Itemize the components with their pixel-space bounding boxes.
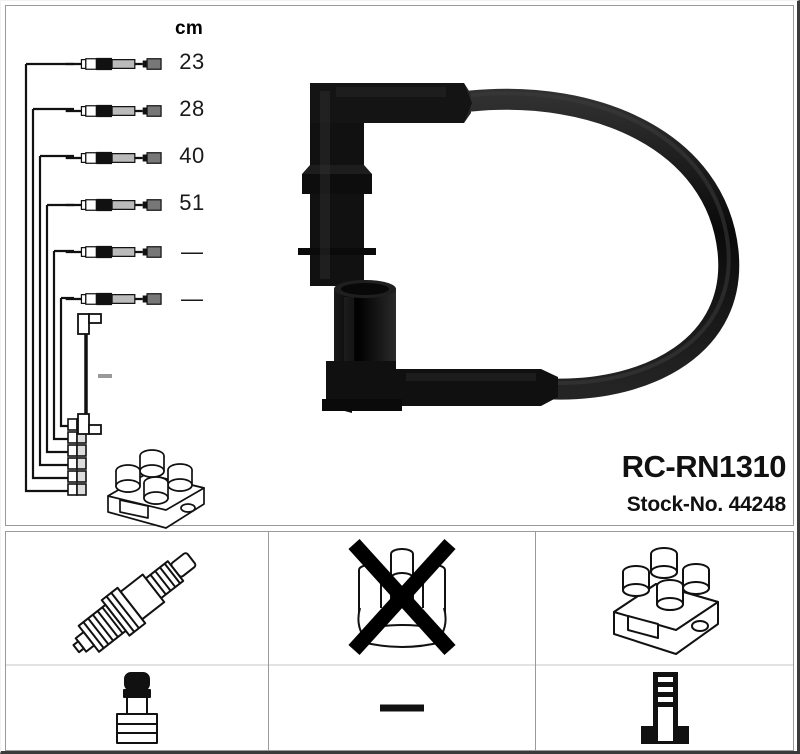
product-code: RC-RN1310 — [621, 449, 787, 484]
cable-glyph — [65, 198, 162, 212]
short-lead-sample — [77, 313, 102, 435]
cable-length-value: 23 — [179, 49, 205, 74]
ignition-cable-lead-illustration — [298, 83, 740, 413]
short-lead-dash — [98, 374, 112, 378]
ignition-coil-pack-small-icon — [107, 449, 205, 529]
coil-terminal-icon — [640, 672, 689, 744]
ignition-coil-slot — [536, 532, 793, 664]
distributor-cap-icon — [348, 538, 456, 656]
cable-length-row: — — [6, 237, 236, 267]
unit-header-cm: cm — [174, 18, 204, 39]
coil-terminal-slot — [536, 666, 793, 750]
cable-length-value: 40 — [179, 143, 205, 168]
ignition-coil-pack-icon — [612, 547, 719, 655]
spark-plug-panel — [5, 531, 269, 751]
cable-glyph — [65, 292, 162, 306]
spark-plug-connector-slot — [6, 666, 268, 750]
cross-out-x-icon — [348, 538, 456, 656]
cable-length-table: cm 23 28 40 51 — — — [6, 6, 236, 316]
cable-body — [460, 88, 740, 400]
cable-glyph — [65, 151, 162, 165]
upper-right-angle-boot — [298, 83, 472, 286]
distributor-dash-slot — [269, 666, 535, 750]
panel-divider — [536, 664, 793, 666]
main-diagram-panel: cm 23 28 40 51 — — — [5, 5, 794, 529]
spark-plug-slot — [6, 532, 268, 664]
cable-length-dash: — — [181, 286, 203, 311]
cable-length-row: 40 — [6, 143, 236, 173]
panel-divider — [6, 664, 268, 666]
distributor-cap-slot — [269, 532, 535, 664]
panel-divider — [269, 664, 535, 666]
cable-length-row: 51 — [6, 190, 236, 220]
cable-length-dash: — — [181, 239, 203, 264]
stock-number: Stock-No. 44248 — [626, 493, 786, 516]
cable-length-value: 51 — [179, 190, 205, 215]
cable-glyph — [65, 104, 162, 118]
wire-bundle-routing — [24, 62, 112, 496]
lower-right-angle-boot — [322, 280, 558, 413]
cable-length-row: 23 — [6, 49, 236, 79]
cable-glyph — [65, 245, 162, 259]
dash-icon — [380, 704, 424, 712]
spark-plug-icon — [72, 552, 197, 654]
cable-length-value: 28 — [179, 96, 205, 121]
ignition-coil-panel — [535, 531, 794, 751]
cable-length-row: 28 — [6, 96, 236, 126]
cable-length-row: — — [6, 284, 236, 314]
distributor-cap-panel — [268, 531, 536, 751]
spark-plug-connector-icon — [116, 672, 158, 744]
